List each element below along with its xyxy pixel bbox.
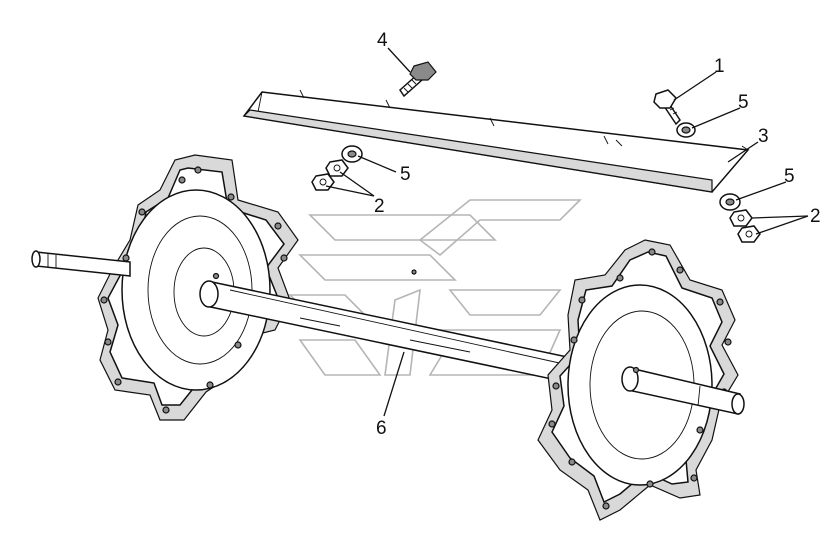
callout-6: 6 xyxy=(376,418,387,439)
left-shaft-stub xyxy=(31,250,131,277)
left-sprocket-wheel xyxy=(97,154,299,421)
leader-lines xyxy=(325,47,809,417)
nut-2-right-upper xyxy=(729,209,753,227)
callout-2-left: 2 xyxy=(374,196,385,217)
nut-2-left-upper xyxy=(325,159,349,177)
callout-5-top: 5 xyxy=(738,92,749,113)
callout-5-right: 5 xyxy=(784,166,795,187)
washer-5-top-right xyxy=(676,122,696,138)
callout-2-right: 2 xyxy=(810,206,821,227)
bolt-1 xyxy=(653,89,681,126)
washer-5-left xyxy=(341,145,363,163)
right-wheel-bolt-holes xyxy=(548,248,732,510)
callout-5-left: 5 xyxy=(400,164,411,185)
nut-2-right-lower xyxy=(737,225,761,243)
left-wheel-bolt-holes xyxy=(100,166,288,414)
callout-3: 3 xyxy=(758,126,769,147)
watermark-logo xyxy=(288,199,582,376)
washer-5-right xyxy=(719,193,741,211)
callout-1: 1 xyxy=(714,56,725,77)
bolt-4 xyxy=(399,61,437,98)
angle-bar xyxy=(242,89,750,193)
right-shaft-stub xyxy=(621,366,745,415)
callout-4: 4 xyxy=(377,30,388,51)
